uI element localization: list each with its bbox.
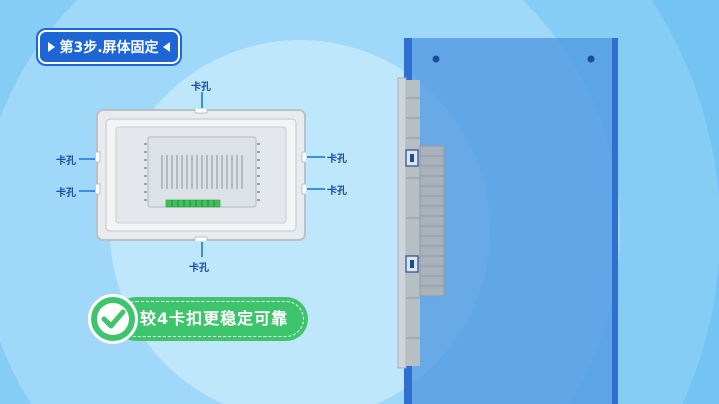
hole-label-left-lower: 卡孔 <box>56 188 76 199</box>
hole-label-left-upper: 卡孔 <box>56 156 76 167</box>
leader-line-right-lower <box>307 188 325 190</box>
result-pill <box>114 297 308 341</box>
leader-line-left-upper <box>79 158 95 160</box>
device-back-diagram <box>96 109 306 241</box>
step-badge: 第3步.屏体固定 <box>38 30 180 64</box>
leader-line-top <box>201 92 203 108</box>
hole-label-right-upper: 卡孔 <box>327 154 347 165</box>
result-text: 较4卡扣更稳定可靠 <box>140 309 289 328</box>
leader-line-bottom <box>201 242 203 257</box>
hole-label-bottom: 卡孔 <box>189 263 209 274</box>
triangle-right-icon <box>48 42 56 52</box>
check-badge <box>88 294 138 344</box>
result-banner: 较4卡扣更稳定可靠 <box>88 294 310 344</box>
step-label: 第3步.屏体固定 <box>59 40 159 56</box>
leader-line-right-upper <box>307 156 325 158</box>
triangle-left-icon <box>162 42 170 52</box>
panel-side-view <box>397 38 618 404</box>
check-icon <box>101 309 126 329</box>
hole-label-top: 卡孔 <box>191 82 211 93</box>
leader-line-left-lower <box>79 190 95 192</box>
hole-label-right-lower: 卡孔 <box>327 186 347 197</box>
